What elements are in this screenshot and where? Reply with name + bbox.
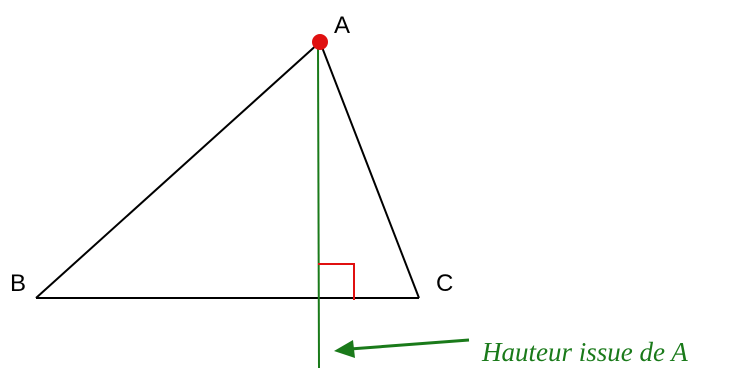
vertex-label-b: B [10,270,26,297]
altitude-caption: Hauteur issue de A [481,337,688,367]
vertex-label-a: A [334,12,350,39]
annotation-arrow-head [334,340,355,358]
vertex-label-c: C [436,270,453,297]
point-a [312,34,328,50]
side-ac [319,41,420,299]
right-angle-marker [318,263,355,300]
altitude-line [317,44,320,369]
annotation-arrow-shaft [349,338,470,351]
side-ab [35,41,321,299]
